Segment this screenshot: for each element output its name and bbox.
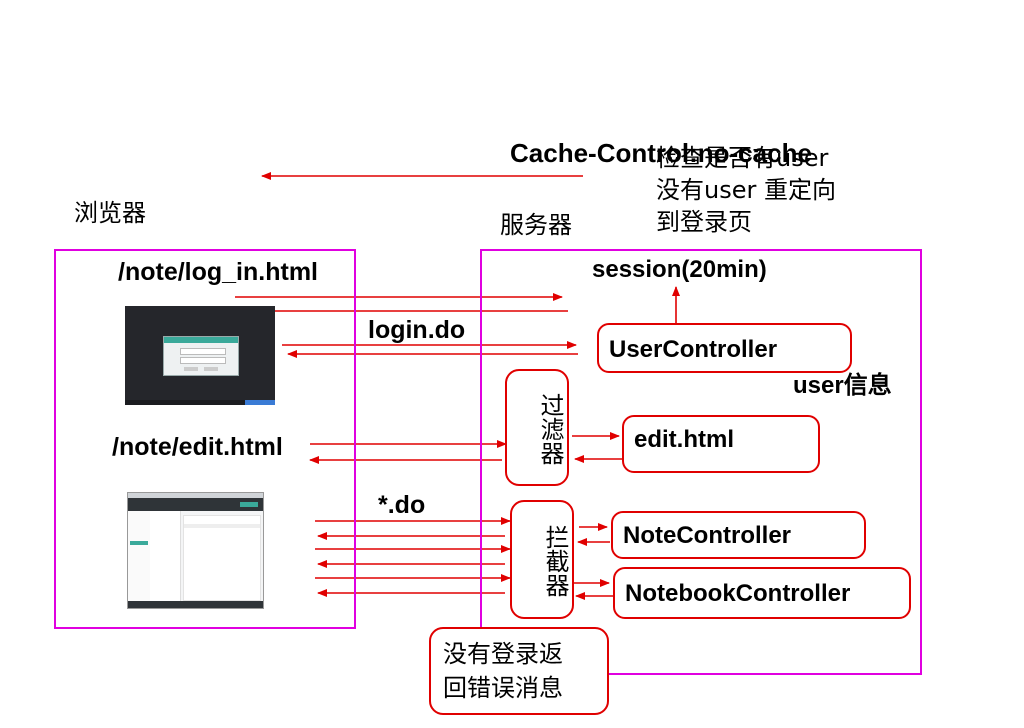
- login-button-thumb: [184, 367, 198, 371]
- note-controller-label: NoteController: [623, 522, 791, 549]
- notebook-controller-label: NotebookController: [625, 580, 851, 607]
- browser-region: [54, 249, 356, 629]
- login-url-label: /note/log_in.html: [118, 258, 318, 286]
- check-user-line-2: 没有user 重定向: [656, 176, 836, 204]
- register-button-thumb: [204, 367, 218, 371]
- editor-toolbar-thumb: [184, 524, 260, 528]
- login-dialog-thumb: [163, 336, 239, 376]
- app-header-thumb: [128, 498, 263, 511]
- interceptor-label: 拦截器: [541, 525, 569, 597]
- star-do-label: *.do: [378, 491, 426, 519]
- cache-control-label: Cache-Control:no-cache: [510, 138, 812, 168]
- tray-thumb: [245, 400, 275, 405]
- user-controller-box: UserController: [597, 323, 852, 373]
- note-list-thumb: [150, 511, 181, 601]
- check-user-note: 检查是否有user 没有user 重定向 到登录页: [656, 142, 836, 238]
- editor-thumb: [183, 515, 261, 601]
- edit-html-box: edit.html: [622, 415, 820, 473]
- password-field-thumb: [180, 357, 226, 364]
- server-region: [480, 249, 922, 675]
- filter-box: 过滤器: [505, 369, 569, 486]
- browser-title: 浏览器: [74, 199, 146, 227]
- login-do-label: login.do: [368, 316, 466, 344]
- not-logged-in-line-1: 没有登录返: [443, 640, 563, 668]
- session-label: session(20min): [592, 256, 767, 283]
- note-controller-box: NoteController: [611, 511, 866, 559]
- filter-label: 过滤器: [536, 393, 564, 465]
- user-info-text: user信息: [793, 372, 892, 399]
- user-controller-label: UserController: [609, 336, 778, 363]
- save-button-thumb: [240, 502, 258, 507]
- user-info-label: user信息: [793, 365, 892, 400]
- check-user-line-1: 检查是否有user: [656, 144, 829, 172]
- edit-url-label: /note/edit.html: [112, 433, 283, 461]
- login-page-screenshot: [125, 306, 275, 405]
- username-field-thumb: [180, 348, 226, 355]
- notebook-list-thumb: [128, 511, 151, 601]
- not-logged-in-line-2: 回错误消息: [443, 674, 563, 702]
- browser-chrome-thumb: [128, 493, 263, 498]
- taskbar-thumb: [125, 400, 275, 405]
- edit-page-screenshot: [127, 492, 264, 609]
- footer-thumb: [128, 601, 263, 608]
- interceptor-box: 拦截器: [510, 500, 574, 619]
- notebook-controller-box: NotebookController: [613, 567, 911, 619]
- edit-html-label: edit.html: [634, 426, 734, 453]
- check-user-line-3: 到登录页: [656, 208, 752, 236]
- login-dialog-header-thumb: [164, 337, 238, 343]
- selected-notebook-thumb: [130, 541, 148, 545]
- not-logged-in-note: 没有登录返 回错误消息: [443, 637, 563, 705]
- server-title: 服务器: [500, 211, 572, 239]
- not-logged-in-box: 没有登录返 回错误消息: [429, 627, 609, 715]
